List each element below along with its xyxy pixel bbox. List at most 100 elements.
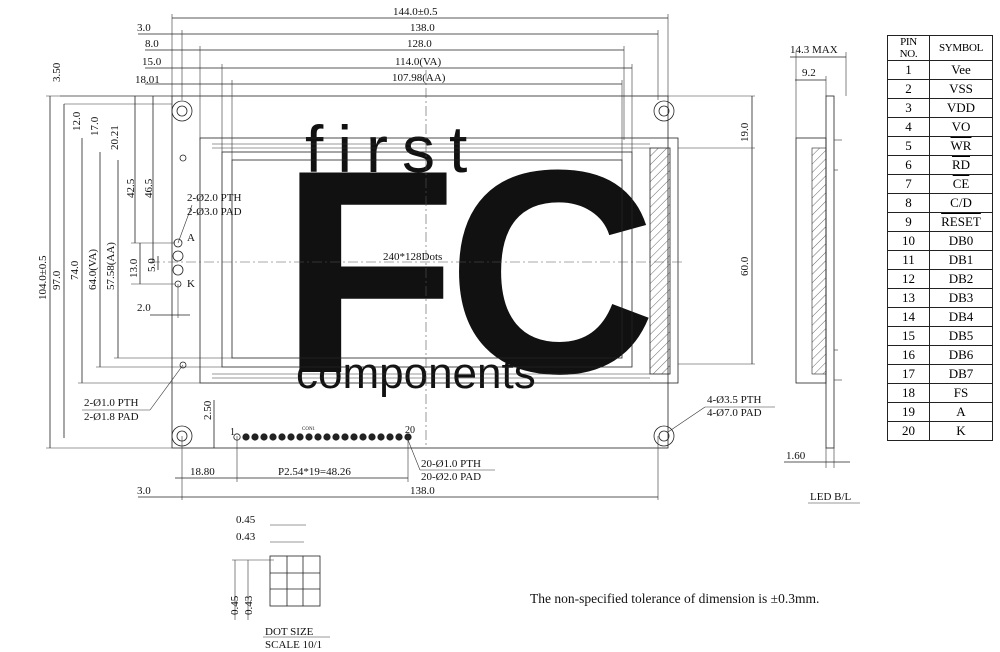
dim-active-height: 57.58(AA) — [105, 242, 117, 290]
connector-pad — [242, 433, 250, 441]
side-led-label: LED B/L — [810, 491, 852, 503]
callout-connector-pad: 20-Ø2.0 PAD — [421, 471, 481, 483]
pin-number: 6 — [887, 155, 930, 175]
led-pin-k: K — [187, 278, 195, 290]
pin-number: 15 — [887, 326, 930, 346]
watermark-big: FC — [280, 110, 651, 434]
connector-label: CON1 — [302, 427, 316, 432]
viewing-area — [221, 151, 633, 368]
pin-no-header: PIN NO. — [887, 35, 930, 61]
dim-offset-15: 15.0 — [142, 56, 162, 68]
pin-number: 19 — [887, 402, 930, 422]
pin-symbol: C/D — [929, 193, 993, 213]
connector-pin-last: 20 — [405, 425, 415, 436]
connector-pad — [395, 433, 403, 441]
dim-46: 46.5 — [143, 178, 155, 198]
dim-offset-8: 8.0 — [145, 38, 159, 50]
pin-number: 16 — [887, 345, 930, 365]
dim-12: 12.0 — [71, 111, 83, 131]
connector-pad — [260, 433, 268, 441]
dot-scale: SCALE 10/1 — [265, 639, 322, 651]
pin-number: 18 — [887, 383, 930, 403]
dot-h1: 0.45 — [229, 595, 241, 615]
pin-number: 9 — [887, 212, 930, 232]
dot-title: DOT SIZE — [265, 626, 314, 638]
connector-pad — [377, 433, 385, 441]
callout-led-pth: 2-Ø2.0 PTH — [187, 192, 241, 204]
watermark-line1: first — [305, 112, 481, 186]
connector-pad — [368, 433, 376, 441]
dim-led-pitch: 2.0 — [137, 302, 151, 314]
dim-offset-3: 3.0 — [137, 22, 151, 34]
dim-pcb-height: 97.0 — [51, 270, 63, 290]
pin-number: 3 — [887, 98, 930, 118]
top-dimensions: 144.0±0.5 138.0 128.0 114.0(VA) 107.98(A… — [135, 6, 669, 160]
pin-symbol: DB7 — [929, 364, 993, 384]
pin-table-header: PIN NO. SYMBOL — [887, 35, 993, 61]
pin-symbol: A — [929, 402, 993, 422]
pin-symbol: DB2 — [929, 269, 993, 289]
connector-pad — [251, 433, 259, 441]
pin-symbol: DB1 — [929, 250, 993, 270]
pin-symbol: Vee — [929, 60, 993, 80]
dim-19: 19.0 — [739, 122, 751, 142]
tolerance-note: The non-specified tolerance of dimension… — [530, 591, 819, 606]
dim-bezel-width: 128.0 — [407, 38, 432, 50]
pin-symbol: VO — [929, 117, 993, 137]
dim-bezel-height: 74.0 — [69, 260, 81, 280]
connector-pad — [341, 433, 349, 441]
dim-viewing-width: 114.0(VA) — [395, 56, 441, 68]
callout-mount-pth: 4-Ø3.5 PTH — [707, 394, 761, 406]
connector-pad — [269, 433, 277, 441]
resolution-label: 240*128Dots — [383, 251, 442, 263]
pin-number: 11 — [887, 250, 930, 270]
pin-number: 4 — [887, 117, 930, 137]
dim-total-width: 144.0±0.5 — [393, 6, 438, 18]
connector-pad — [305, 433, 313, 441]
module-front-view: A K 1 20 CON1 240*128Dots — [150, 70, 685, 449]
connector-pad — [359, 433, 367, 441]
pin-symbol: VDD — [929, 98, 993, 118]
dim-17: 17.0 — [89, 116, 101, 136]
dim-bottom-width: 138.0 — [410, 485, 435, 497]
side-view: 14.3 MAX 9.2 1.60 LED B/L — [784, 44, 860, 504]
pin-symbol: CE — [929, 174, 993, 194]
dim-active-width: 107.98(AA) — [392, 72, 446, 84]
bezel-outline — [199, 137, 679, 384]
dim-5: 5.0 — [146, 258, 158, 272]
callout-led-pad: 2-Ø3.0 PAD — [187, 206, 242, 218]
dim-total-height: 104.0±0.5 — [37, 255, 49, 300]
connector-pad — [332, 433, 340, 441]
connector-row — [233, 433, 412, 441]
bottom-dimensions: 18.80 P2.54*19=48.26 138.0 3.0 2.50 — [137, 400, 659, 500]
dot-h2: 0.43 — [243, 595, 255, 615]
connector-pad — [350, 433, 358, 441]
dim-bottom-offset: 3.0 — [137, 485, 151, 497]
pin-symbol: DB0 — [929, 231, 993, 251]
pin-number: 20 — [887, 421, 930, 441]
pin-symbol: FS — [929, 383, 993, 403]
pin-symbol: DB3 — [929, 288, 993, 308]
side-pcb-thickness: 1.60 — [786, 450, 806, 462]
pin-symbol: WR — [929, 136, 993, 156]
symbol-header: SYMBOL — [929, 35, 993, 61]
dim-60: 60.0 — [739, 256, 751, 276]
connector-pad — [314, 433, 322, 441]
callouts: 2-Ø2.0 PTH 2-Ø3.0 PAD 2-Ø1.0 PTH 2-Ø1.8 … — [82, 192, 775, 483]
pin-number: 12 — [887, 269, 930, 289]
side-depth: 9.2 — [802, 67, 816, 79]
dim-2-50: 2.50 — [202, 400, 214, 420]
connector-pad — [287, 433, 295, 441]
